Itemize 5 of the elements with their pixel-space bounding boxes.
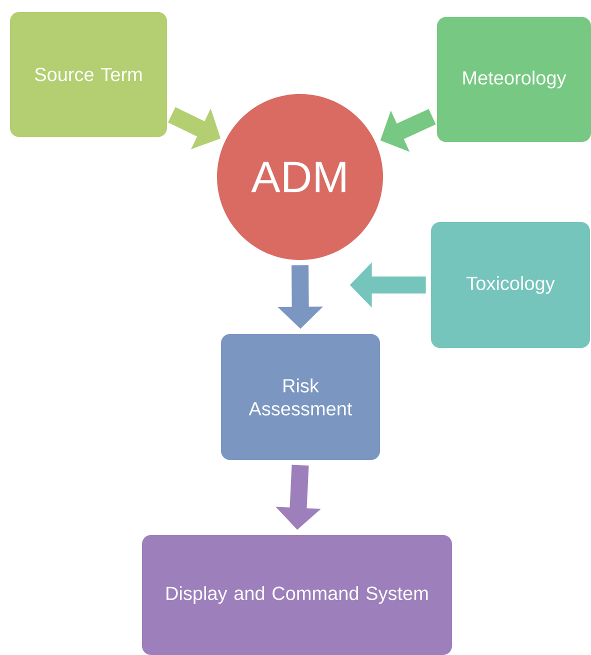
process-box: Display and Command System	[142, 535, 452, 655]
process-box: Meteorology	[437, 17, 591, 142]
process-box: Source Term	[10, 12, 167, 137]
process-box: Toxicology	[431, 222, 590, 348]
process-box: Risk Assessment	[221, 334, 380, 460]
